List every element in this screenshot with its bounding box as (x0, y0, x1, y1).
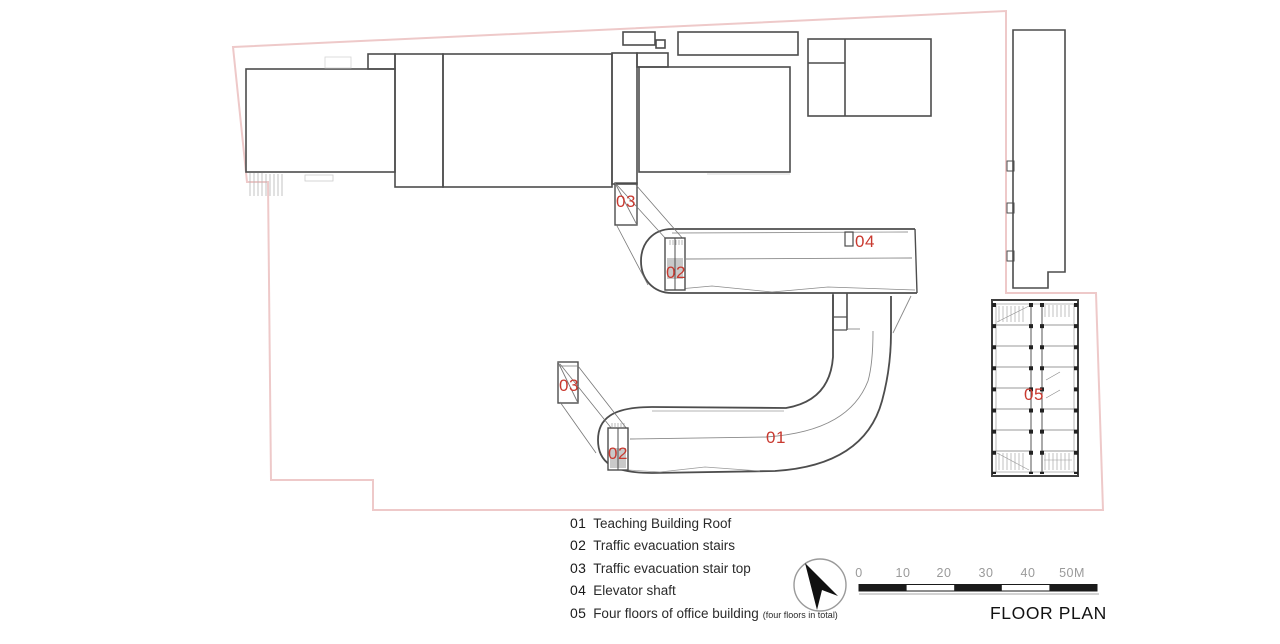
evacuation-stair-lower (607, 423, 629, 471)
site-boundary (231, 9, 1105, 511)
scale-tick-50m: 50M (1059, 566, 1085, 580)
legend-num: 05 (570, 604, 587, 621)
elevator-shaft-box (844, 231, 854, 247)
s-shaped-roof-building (557, 182, 918, 474)
stair-hatch-marks (249, 173, 283, 196)
office-building-05 (991, 299, 1079, 477)
upper-wing-top-ridge (671, 231, 909, 234)
legend-label: Traffic evacuation stair top (593, 560, 751, 576)
tiny-outbuilding (655, 39, 666, 49)
scale-tick-40: 40 (1020, 566, 1036, 580)
plan-label-05: 05 (1024, 385, 1044, 404)
page-title: FLOOR PLAN (990, 603, 1107, 623)
plan-label-04: 04 (855, 232, 875, 251)
wing-connector (832, 293, 860, 331)
small-outbuilding (622, 31, 656, 46)
plan-label-02-lower: 02 (608, 444, 628, 463)
legend: 01 Teaching Building Roof 02 Traffic eva… (570, 515, 838, 627)
legend-num: 04 (570, 582, 587, 599)
faint-pad-north (324, 56, 352, 69)
legend-label: Teaching Building Roof (593, 516, 732, 531)
legend-num: 02 (570, 537, 587, 554)
plan-label-01: 01 (766, 428, 786, 447)
upper-wing-right-edge (914, 228, 918, 294)
lower-wing-corner-edge (892, 295, 912, 334)
plan-label-03-upper: 03 (616, 192, 636, 211)
legend-item-03: 03 Traffic evacuation stair top (570, 560, 838, 582)
legend-item-05: 05 Four floors of office building (four … (570, 605, 838, 627)
legend-num: 01 (570, 515, 587, 531)
legend-num: 03 (570, 559, 587, 576)
long-canopy-building (677, 31, 799, 56)
stair-hatches (996, 305, 1072, 471)
upper-wing-bottom-wave (667, 285, 916, 293)
plan-labels: 03 02 04 03 02 01 05 (559, 192, 1044, 463)
legend-label: Elevator shaft (593, 583, 676, 599)
north-arrow-needle (805, 563, 838, 610)
scale-tick-0: 0 (855, 566, 863, 580)
plan-label-03-lower: 03 (559, 376, 579, 395)
north-arrow (793, 558, 847, 612)
legend-note: (four floors in total) (762, 609, 838, 620)
lower-wing-mid-ridge (629, 330, 874, 440)
north-arrow-circle (793, 558, 847, 612)
scale-tick-10: 10 (895, 566, 911, 580)
upper-wing-outline (640, 228, 917, 294)
tall-building-east (1006, 29, 1066, 289)
lower-wing-bottom-wave (611, 466, 761, 473)
legend-item-04: 04 Elevator shaft (570, 582, 838, 604)
link-step-annex (636, 52, 669, 68)
legend-item-02: 02 Traffic evacuation stairs (570, 537, 838, 559)
column-grid (992, 303, 1078, 474)
room-partitions (996, 324, 1074, 452)
legend-item-01: 01 Teaching Building Roof (570, 515, 838, 537)
divided-building-ne (807, 38, 932, 117)
narrow-link-block (611, 52, 638, 185)
scale-bar (858, 584, 1099, 595)
scale-tick-30: 30 (978, 566, 994, 580)
plan-label-02-upper: 02 (666, 263, 686, 282)
legend-label: Traffic evacuation stairs (593, 538, 735, 554)
faint-pad-south (304, 174, 334, 182)
top-right-teaching-block (638, 66, 791, 173)
upper-wing-mid-ridge (685, 257, 913, 260)
scale-tick-20: 20 (936, 566, 952, 580)
top-middle-tower (394, 53, 444, 188)
stair-top-lower (557, 361, 628, 454)
existing-buildings (245, 29, 1066, 289)
site-hatch-details (249, 56, 790, 196)
top-left-building (245, 68, 396, 173)
top-step-annex (367, 53, 396, 70)
evacuation-stair-upper (664, 237, 686, 291)
legend-label: Four floors of office building (593, 605, 759, 621)
stair-top-upper (614, 182, 685, 286)
large-teaching-block (442, 53, 613, 188)
